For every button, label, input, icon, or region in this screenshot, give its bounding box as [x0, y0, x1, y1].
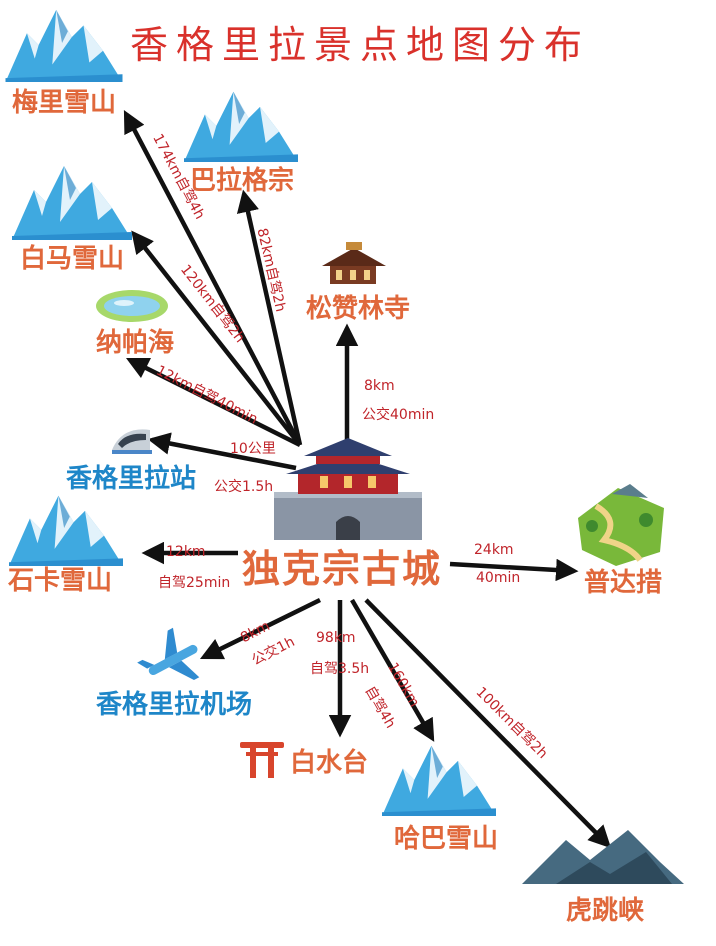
train-icon — [112, 429, 152, 454]
torii-gate-icon — [240, 742, 284, 778]
label-baima: 白马雪山 — [20, 244, 125, 274]
route-mode-songzanlin: 公交40min — [362, 407, 435, 423]
arrow-baima — [131, 230, 302, 447]
arrow-station — [147, 432, 297, 471]
route-distance-shika: 12km — [166, 544, 206, 560]
route-mode-pudacuo: 40min — [476, 570, 521, 586]
park-icon — [578, 484, 664, 566]
label-center: 独克宗古城 — [242, 547, 443, 591]
gorge-icon — [522, 830, 684, 884]
route-mode-shika: 自驾25min — [158, 575, 231, 591]
route-distance-songzanlin: 8km — [364, 378, 395, 394]
arrow-meili — [123, 110, 302, 447]
arrow-haba — [350, 598, 435, 742]
label-pudacuo: 普达措 — [584, 568, 663, 598]
route-mode-baishuitai: 自驾3.5h — [310, 661, 370, 677]
snow-mountain-icon — [9, 495, 123, 566]
arrow-balagezong — [236, 189, 303, 446]
route-distance-baishuitai: 98km — [316, 630, 356, 646]
snow-mountain-icon — [184, 91, 298, 162]
monastery-icon — [322, 242, 386, 284]
label-airport: 香格里拉机场 — [96, 690, 253, 720]
airplane-icon — [137, 627, 200, 681]
route-mode-station: 公交1.5h — [214, 479, 274, 495]
label-songzanlin: 松赞林寺 — [306, 294, 411, 324]
label-meili: 梅里雪山 — [12, 88, 117, 118]
arrow-pudacuo — [449, 558, 579, 582]
snow-mountain-icon — [382, 745, 496, 816]
map-title: 香格里拉景点地图分布 — [130, 23, 591, 67]
label-balagezong: 巴拉格宗 — [190, 166, 295, 196]
arrow-airport — [199, 597, 321, 660]
arrow-hutiaoxia — [364, 598, 612, 849]
arrow-napahai — [125, 357, 302, 448]
label-baishuitai: 白水台 — [290, 748, 369, 778]
label-shika: 石卡雪山 — [8, 566, 113, 596]
label-hutiaoxia: 虎跳峡 — [566, 896, 645, 926]
route-arrows — [123, 110, 612, 849]
route-distance-station: 10公里 — [230, 441, 276, 457]
label-station: 香格里拉站 — [66, 464, 197, 494]
route-distance-pudacuo: 24km — [474, 542, 514, 558]
snow-mountain-icon — [5, 9, 123, 82]
label-napahai: 纳帕海 — [96, 328, 175, 358]
label-haba: 哈巴雪山 — [394, 824, 499, 854]
lake-icon — [96, 290, 168, 322]
ancient-city-icon — [274, 438, 422, 540]
snow-mountain-icon — [12, 166, 132, 240]
